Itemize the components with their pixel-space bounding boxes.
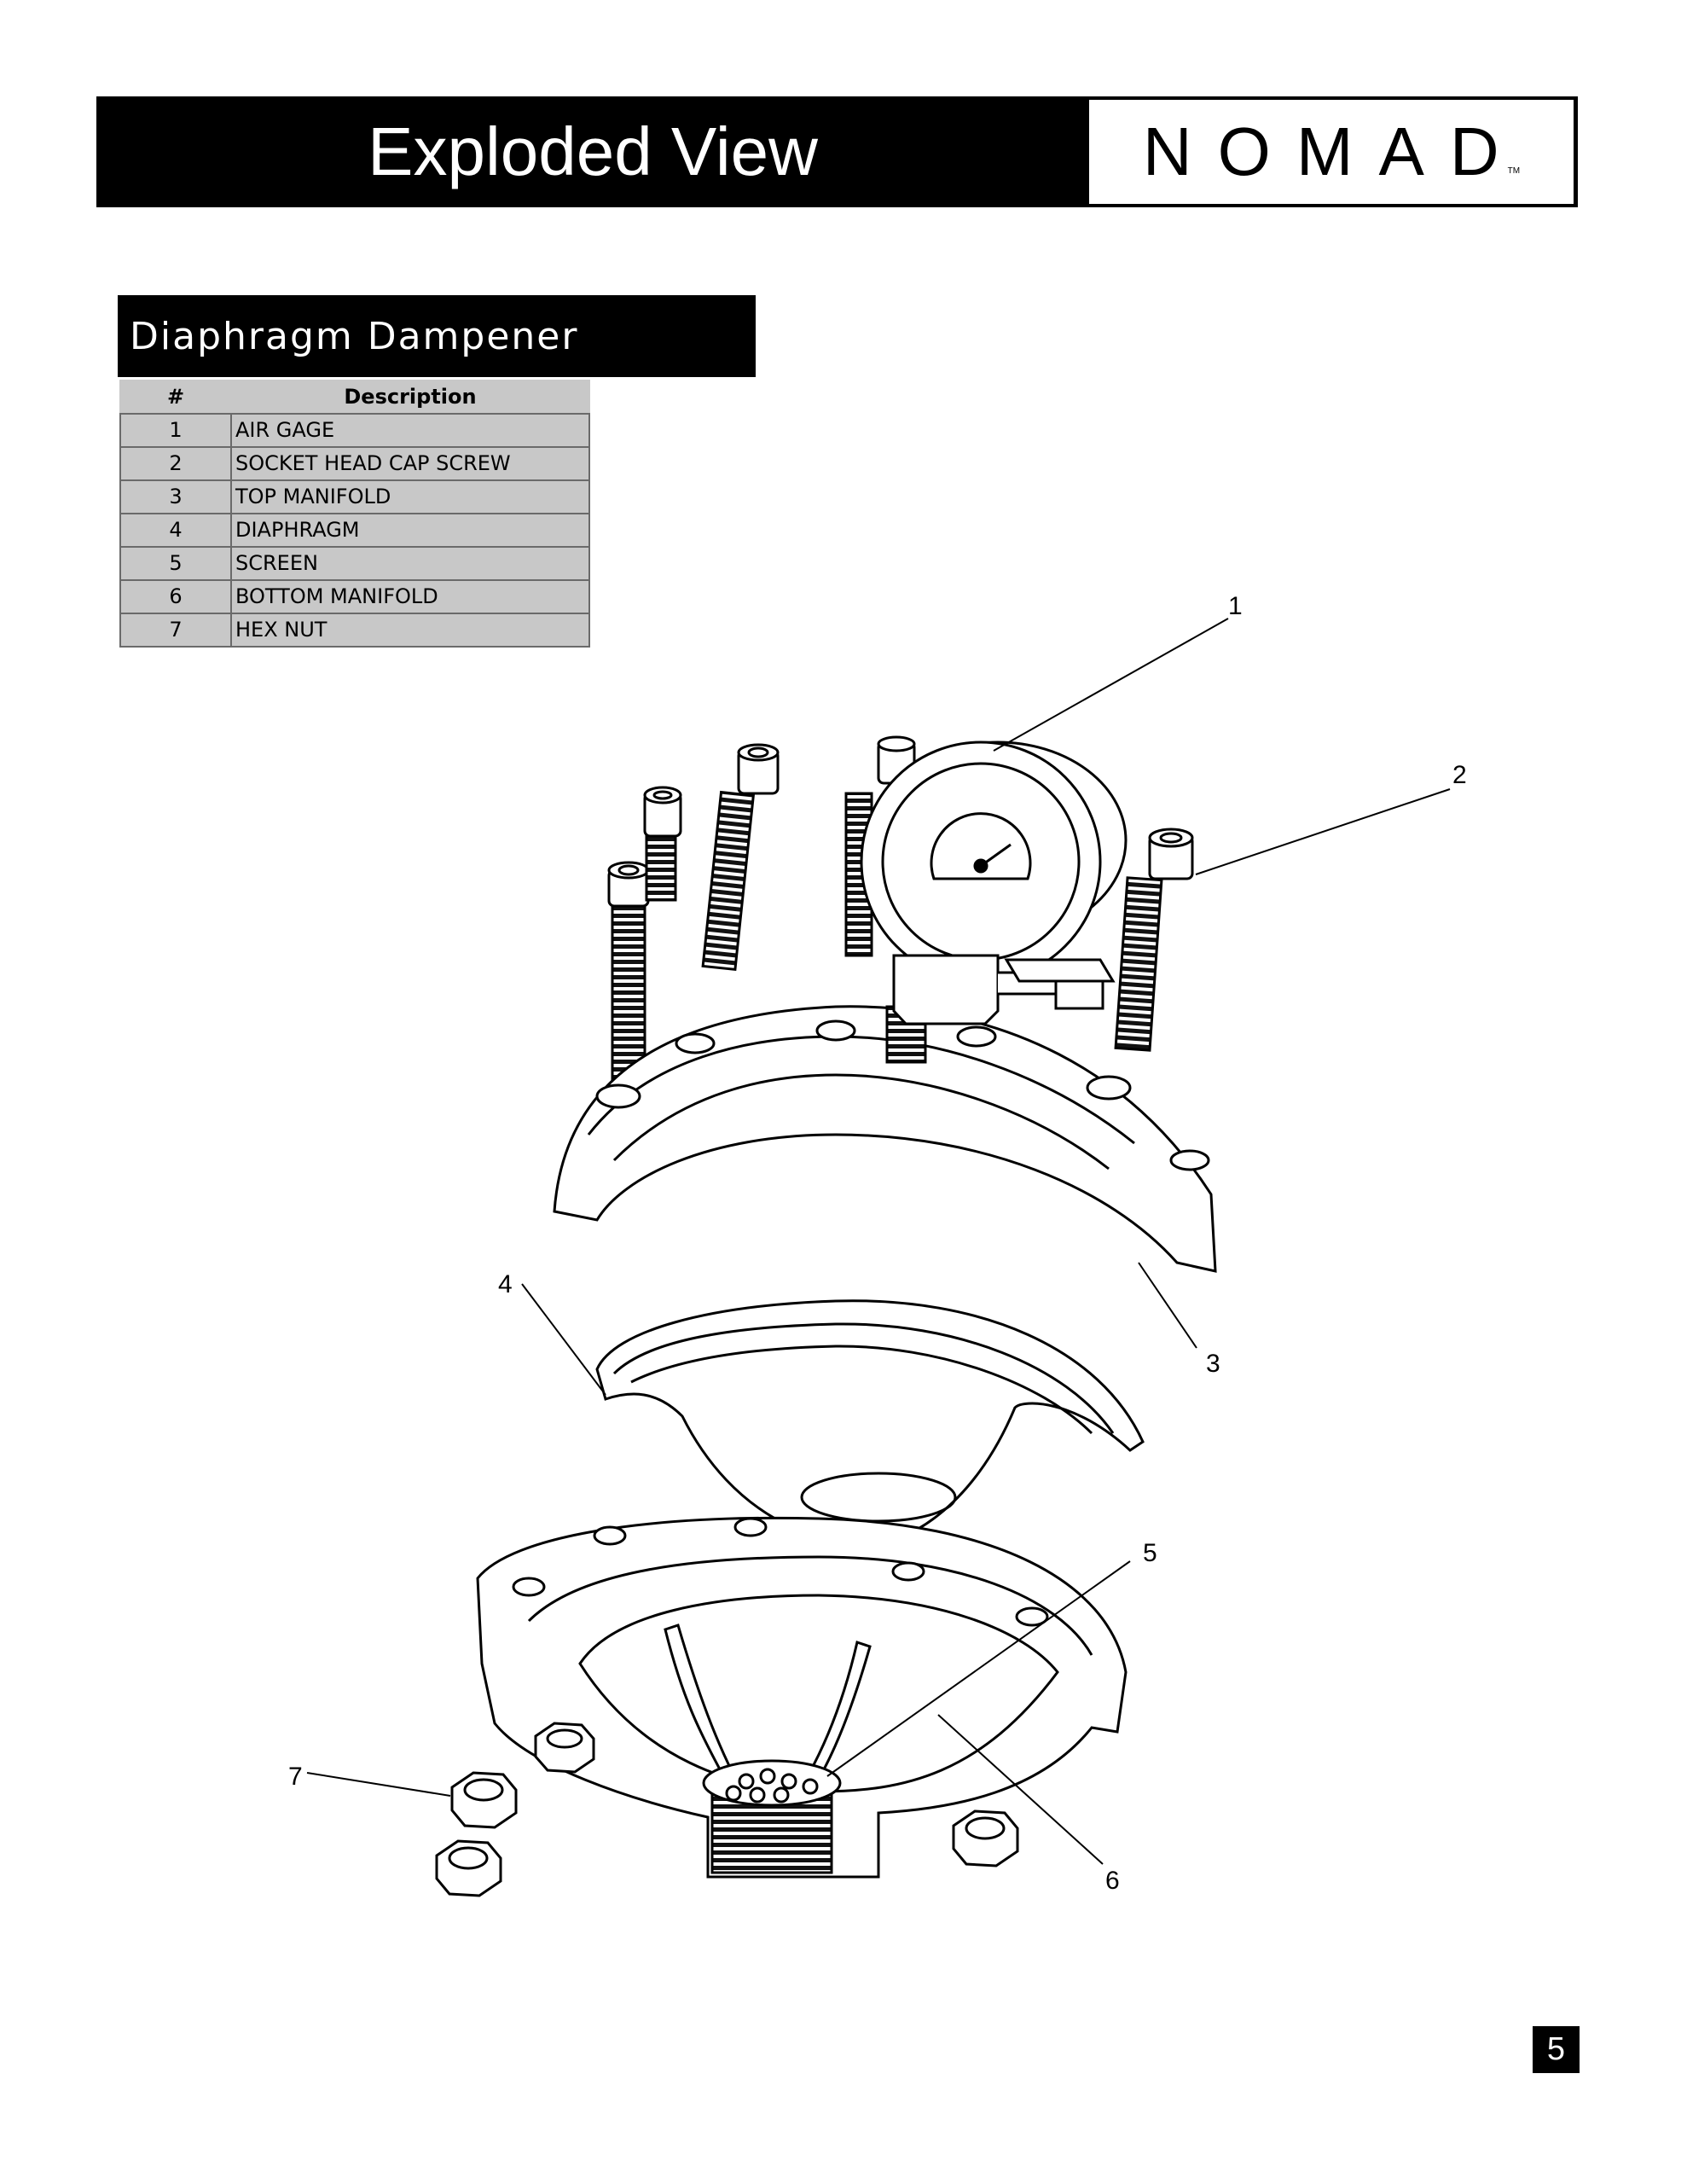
part-description: BOTTOM MANIFOLD [230,579,590,614]
leader-line-4 [521,1283,606,1396]
hex-nut [450,1771,518,1829]
column-header-number: # [119,380,232,415]
leader-line-3 [1138,1262,1197,1349]
logo-trademark: TM [1507,166,1521,176]
part-number: 2 [119,446,232,481]
callout-3: 3 [1206,1350,1220,1378]
callout-4: 4 [498,1270,513,1298]
leader-lines [306,618,1451,1865]
part-number: 4 [119,513,232,548]
diaphragm [595,1299,1145,1546]
part-number: 3 [119,479,232,514]
part-number: 6 [119,579,232,614]
section-heading: Diaphragm Dampener [118,295,756,377]
socket-head-cap-screw [1114,828,1194,1052]
logo-text: NOMAD [1142,113,1525,189]
part-description: SOCKET HEAD CAP SCREW [230,446,590,481]
callout-1: 1 [1228,592,1243,620]
header-bar: Exploded View NOMAD TM [96,96,1578,207]
page-number: 5 [1533,2026,1580,2073]
leader-line-5 [826,1560,1131,1777]
part-number: 1 [119,413,232,448]
bottom-manifold [476,1516,1128,1879]
callout-5: 5 [1143,1539,1157,1567]
part-description: SCREEN [230,546,590,581]
top-manifold [553,1005,1217,1273]
leader-line-2 [1195,788,1451,875]
part-description: HEX NUT [230,613,590,648]
table-header-row: # Description [119,380,590,415]
callout-7: 7 [288,1763,303,1791]
part-description: AIR GAGE [230,413,590,448]
part-description: DIAPHRAGM [230,513,590,548]
hex-nut [435,1839,502,1897]
part-description: TOP MANIFOLD [230,479,590,514]
screen [664,1623,872,1807]
page-title: Exploded View [368,113,818,189]
hex-nut [952,1809,1019,1867]
hex-nut [534,1722,595,1774]
callout-6: 6 [1105,1867,1120,1895]
leader-line-6 [937,1714,1104,1865]
part-number: 5 [119,546,232,581]
socket-head-cap-screw [643,786,682,902]
socket-head-cap-screw [701,743,780,972]
leader-line-7 [306,1772,451,1797]
column-header-description: Description [230,380,590,415]
air-gage [860,741,1128,1025]
leader-line-1 [993,618,1229,752]
part-number: 7 [119,613,232,648]
logo-wordmark: NOMAD TM [1143,113,1520,191]
socket-head-cap-screw [607,861,650,1081]
nomad-logo: NOMAD TM [1089,100,1574,204]
callout-2: 2 [1452,761,1467,789]
